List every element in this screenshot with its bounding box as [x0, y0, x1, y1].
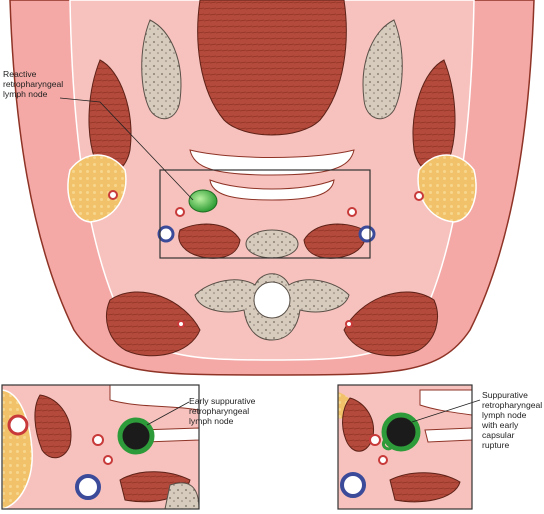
posterior-muscle-right — [343, 291, 438, 357]
zoom-box — [159, 169, 371, 259]
reactive-node-label: Reactive retropharyngeal lymph node — [3, 69, 64, 99]
parotid-fat-left — [67, 154, 127, 223]
prevertebral-muscle-right — [303, 223, 366, 259]
vessel-left-lateral — [108, 190, 118, 200]
leader-line-rupture — [411, 399, 481, 423]
carotid-artery-left — [175, 207, 185, 217]
leader-line-early — [146, 401, 190, 426]
dens — [245, 229, 299, 259]
jugular-vein-right — [358, 225, 376, 243]
early-suppurative-label: Early suppurative retropharyngeal lymph … — [189, 396, 256, 426]
vessel-right-lateral — [414, 191, 424, 201]
main-section — [9, 0, 535, 376]
ruptured-suppurative-node — [381, 412, 421, 452]
vertebral-artery-right — [345, 320, 353, 328]
early-suppurative-node — [117, 417, 155, 455]
vertebral-artery-left — [177, 320, 185, 328]
inset-capsular-rupture — [337, 384, 481, 510]
leader-line-reactive — [59, 97, 194, 201]
tongue-muscle — [197, 0, 347, 136]
prevertebral-muscle-left — [178, 223, 241, 259]
spinal-canal — [253, 281, 291, 319]
jugular-vein-left — [157, 225, 175, 243]
posterior-muscle-left — [106, 291, 201, 357]
inset-early-suppurative — [1, 384, 200, 510]
capsular-rupture-label: Suppurative retropharyngeal lymph node w… — [482, 390, 543, 450]
carotid-artery-right — [347, 207, 357, 217]
nasopharynx-airway — [209, 179, 335, 201]
mandible-right — [362, 19, 403, 120]
parotid-fat-right — [417, 154, 477, 223]
reactive-lymph-node — [188, 189, 218, 213]
mandible-left — [141, 19, 182, 120]
